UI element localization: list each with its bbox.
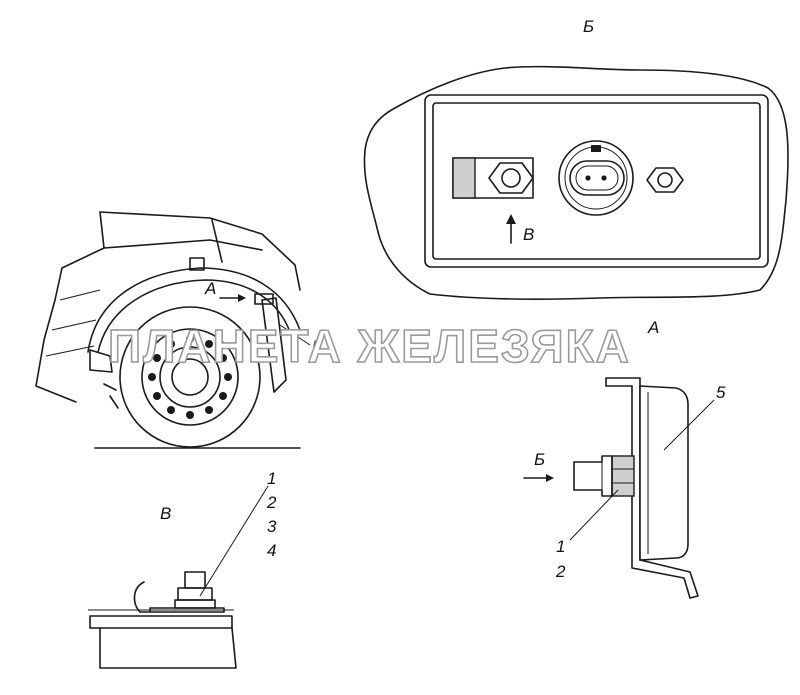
- hub-center: [171, 358, 209, 396]
- view-b-detail: Б В: [363, 17, 789, 300]
- bolt-washer: [501, 168, 521, 188]
- panel-inner-frame: [432, 102, 761, 260]
- small-nut: [646, 167, 684, 193]
- view-b-cutout-outline: [363, 65, 789, 300]
- bolt-washer-v: [174, 599, 216, 609]
- chassis-bracket: [89, 349, 113, 373]
- view-b-arrow-label: В: [523, 225, 534, 244]
- bolt-head: [184, 571, 206, 589]
- view-v-callout-4: 4: [267, 541, 276, 560]
- view-v-callout-leader: [199, 485, 269, 597]
- view-a-title: А: [647, 318, 659, 337]
- view-a-callout-5: 5: [716, 383, 726, 402]
- truck-callout-5: 5: [312, 337, 322, 356]
- mudflap: [261, 297, 287, 393]
- view-a-detail: А Б 5 1 2: [523, 318, 726, 599]
- connector-panel-marker: [254, 293, 274, 305]
- hub: [159, 346, 221, 408]
- view-a-callout-2: 2: [555, 562, 566, 581]
- view-a-arrow-label: Б: [534, 450, 545, 469]
- view-v-callout-2: 2: [266, 493, 277, 512]
- view-a-callout-5-leader: [663, 399, 715, 451]
- truck-callout-5-leader: [279, 324, 311, 346]
- cab-front-outline: [35, 211, 105, 403]
- wheel-arch-outer: [87, 267, 301, 353]
- view-a-arrow: А: [204, 279, 246, 302]
- base-body: [99, 627, 237, 669]
- cab-roof-line: [99, 211, 301, 291]
- connector-key: [591, 145, 601, 152]
- housing-5: [639, 385, 689, 561]
- view-b-title: Б: [583, 17, 594, 36]
- connector-socket-inner: [575, 165, 619, 191]
- side-plug: [573, 455, 613, 497]
- bracket-with-bolt: [452, 157, 534, 199]
- tire: [119, 306, 261, 448]
- view-v-callout-1: 1: [267, 469, 276, 488]
- connector-outer-ring: [558, 140, 634, 216]
- round-connector: [558, 140, 634, 216]
- cab-body-line: [103, 239, 263, 251]
- side-marker: [189, 257, 205, 271]
- grille-lines: [45, 289, 101, 357]
- panel-outer-frame: [424, 94, 769, 268]
- view-b-arrow: Б: [523, 450, 554, 482]
- watermark-text: ПЛАНЕТА ЖЕЛЕЗЯКА: [108, 320, 631, 372]
- view-v-callout-3: 3: [267, 517, 277, 536]
- connector-pin-2: [601, 175, 607, 181]
- wire: [133, 581, 151, 613]
- lug-nuts: [148, 335, 232, 419]
- suspension-lines: [103, 383, 119, 409]
- view-v-title: В: [160, 504, 171, 523]
- connector-socket: [569, 160, 625, 196]
- door-edge: [211, 219, 223, 263]
- truck-side-view: А 5: [35, 211, 322, 449]
- bolt-spacer: [149, 607, 225, 613]
- bracket-shaded-edge: [452, 157, 476, 199]
- truck-view-marker: А: [204, 279, 216, 298]
- bolt-nut: [177, 587, 213, 601]
- bolt-hex-head: [488, 162, 534, 194]
- front-wheel: [119, 306, 261, 448]
- view-v-arrow: В: [506, 214, 534, 244]
- side-nut: [611, 455, 635, 497]
- connector-pin-1: [585, 175, 591, 181]
- base-plate: [89, 615, 233, 629]
- rim: [141, 328, 239, 426]
- view-a-callout-leader: [569, 489, 619, 541]
- view-v-detail: В 1 2 3 4: [88, 469, 277, 669]
- view-a-callout-1: 1: [556, 537, 565, 556]
